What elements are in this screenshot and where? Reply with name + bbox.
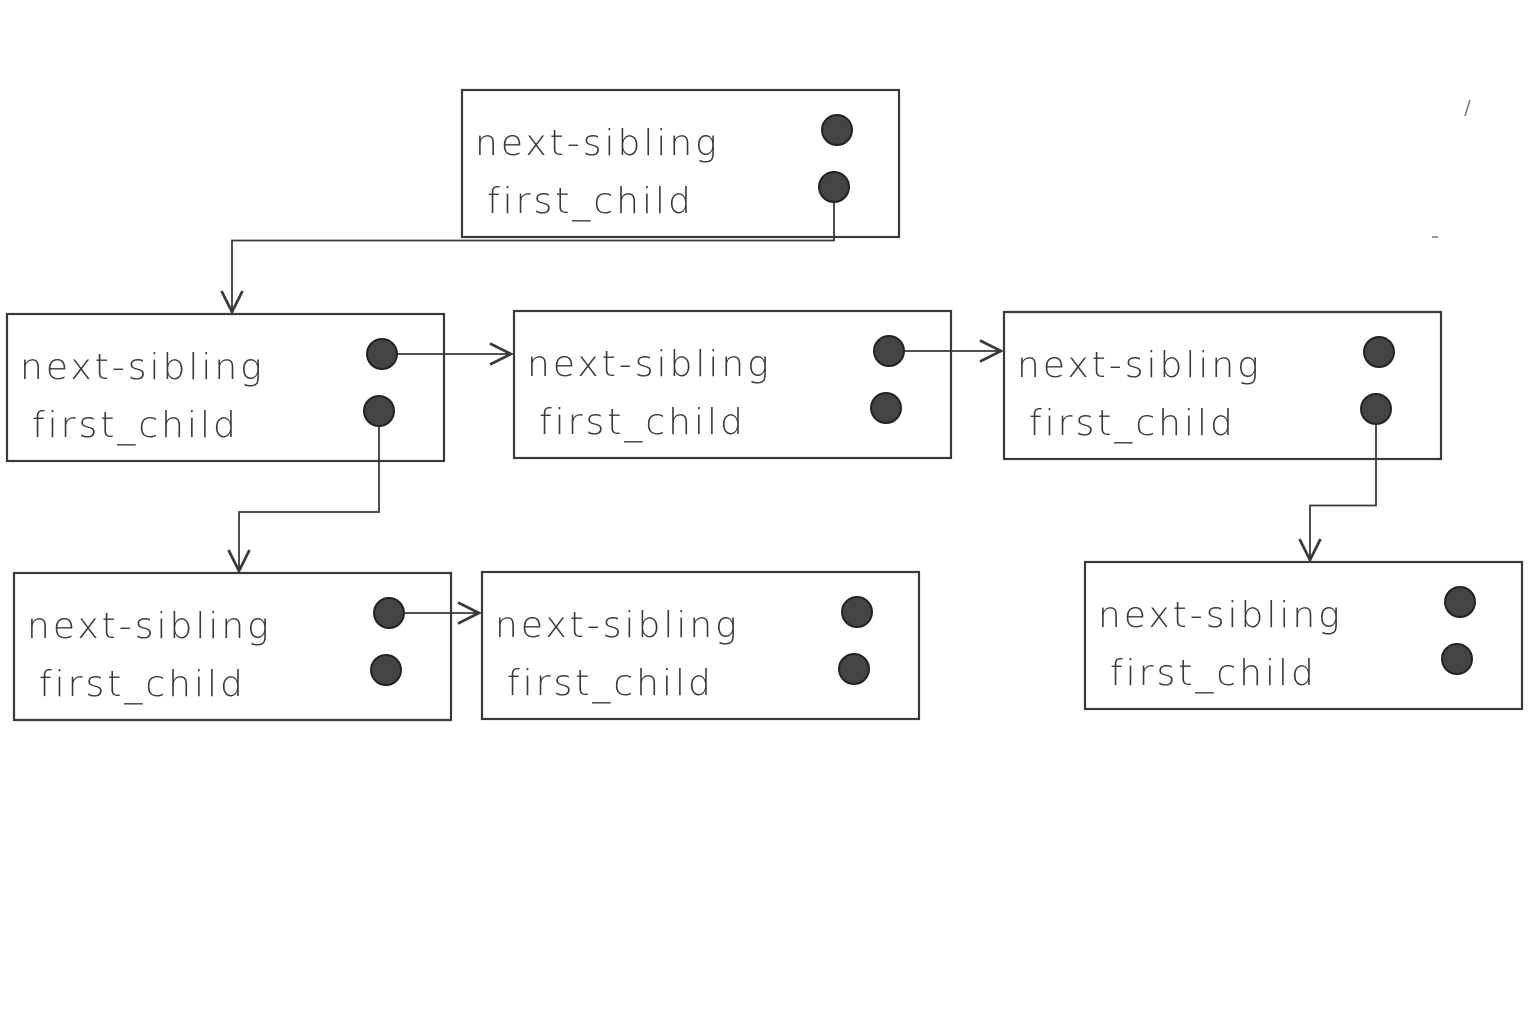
pointer-dot-icon bbox=[841, 596, 873, 628]
pointer-dot-icon bbox=[366, 338, 398, 370]
field-label: next-sibling bbox=[495, 605, 740, 646]
field-label: first_child bbox=[32, 405, 239, 446]
field-label: next-sibling bbox=[27, 606, 272, 647]
field-label: first_child bbox=[39, 664, 246, 705]
node-c: next-sibling first_child bbox=[1002, 310, 1443, 461]
node-box bbox=[1083, 560, 1524, 711]
node-box bbox=[5, 312, 446, 463]
edge-c-f-arrow bbox=[1310, 424, 1377, 560]
field-label: first_child bbox=[507, 663, 714, 704]
pointer-dot-icon bbox=[373, 597, 405, 629]
stray-mark bbox=[1464, 99, 1471, 117]
node-a: next-sibling first_child bbox=[5, 312, 446, 463]
field-label: next-sibling bbox=[1017, 345, 1262, 386]
pointer-dot-icon bbox=[1441, 643, 1473, 675]
field-label: next-sibling bbox=[475, 123, 720, 164]
field-label: next-sibling bbox=[20, 347, 265, 388]
field-label: first_child bbox=[487, 181, 694, 222]
pointer-dot-icon bbox=[818, 171, 850, 203]
pointer-dot-icon bbox=[1444, 586, 1476, 618]
pointer-dot-icon bbox=[838, 653, 870, 685]
field-label: first_child bbox=[1029, 403, 1236, 444]
pointer-dot-icon bbox=[1360, 393, 1392, 425]
pointer-dot-icon bbox=[873, 335, 905, 367]
edge-root-a-arrow bbox=[232, 202, 835, 312]
pointer-dot-icon bbox=[1363, 336, 1395, 368]
node-box bbox=[460, 88, 901, 239]
pointer-dot-icon bbox=[870, 392, 902, 424]
edge-a-d-arrow bbox=[239, 426, 380, 571]
field-label: next-sibling bbox=[1098, 595, 1343, 636]
node-b: next-sibling first_child bbox=[512, 309, 953, 460]
node-box bbox=[480, 570, 921, 721]
edges bbox=[232, 202, 1377, 613]
node-f: next-sibling first_child bbox=[1083, 560, 1524, 711]
node-d: next-sibling first_child bbox=[12, 571, 453, 722]
pointer-dot-icon bbox=[363, 395, 395, 427]
node-box bbox=[12, 571, 453, 722]
field-label: first_child bbox=[539, 402, 746, 443]
node-root: next-sibling first_child bbox=[460, 88, 901, 239]
node-e: next-sibling first_child bbox=[480, 570, 921, 721]
field-label: first_child bbox=[1110, 653, 1317, 694]
nodes: next-sibling first_child next-sibling first… bbox=[5, 88, 1524, 722]
pointer-dot-icon bbox=[821, 114, 853, 146]
node-box bbox=[1002, 310, 1443, 461]
pointer-dot-icon bbox=[370, 654, 402, 686]
node-box bbox=[512, 309, 953, 460]
field-label: next-sibling bbox=[527, 344, 772, 385]
